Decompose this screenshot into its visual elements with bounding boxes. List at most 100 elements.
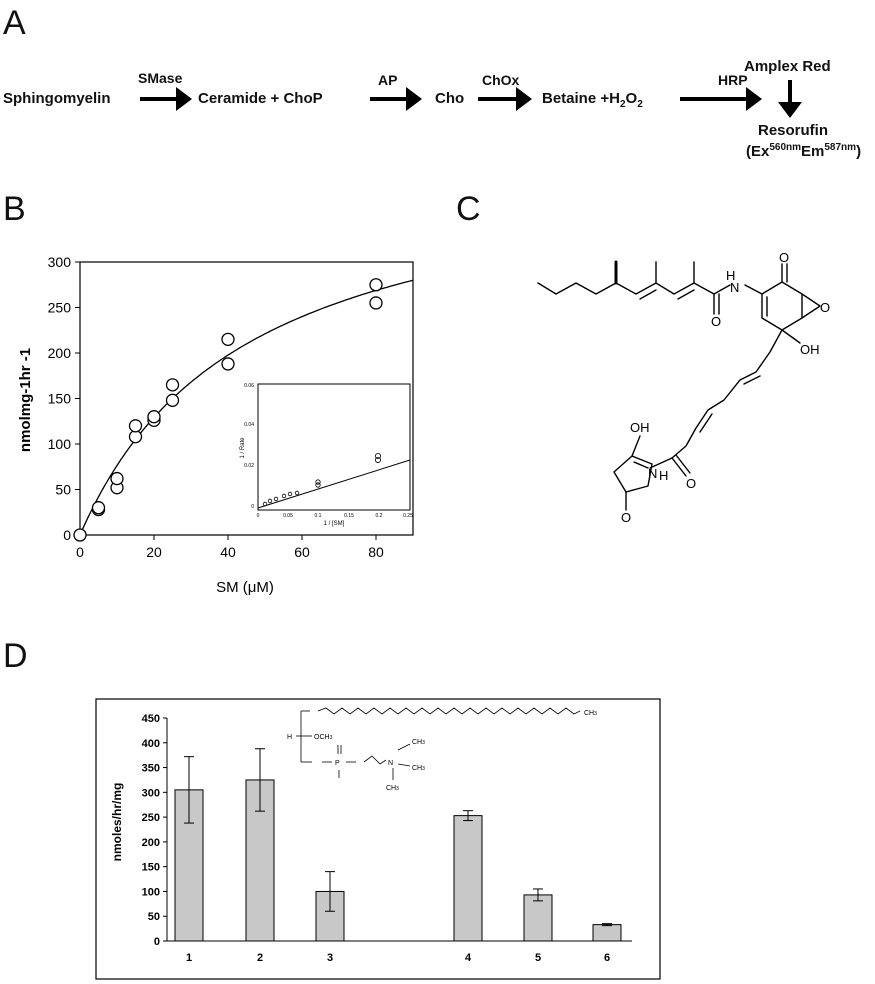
label-o-3: O (820, 300, 830, 315)
double-bond-1 (639, 289, 657, 300)
chart-b-ytick-label: 200 (48, 345, 72, 361)
chart-d-ytick-label: 100 (142, 886, 160, 898)
scheme-smase-label: SMase (138, 70, 183, 86)
label-h-1: H (726, 268, 735, 283)
inset-xtick-4: 0.2 (376, 513, 383, 519)
inset-xlabel: 1 / [SM] (324, 521, 345, 527)
scheme-resorufin: Resorufin (758, 122, 829, 139)
inset-point (281, 493, 287, 499)
chart-b-ytick-label: 300 (48, 254, 72, 270)
chart-b-point (165, 378, 180, 392)
inset-plot: 0.06 0.04 0.02 0 0 0.05 0.1 0.15 0.2 0.2… (240, 383, 413, 527)
struct-label-h: H (287, 734, 292, 741)
chart-d-category-label: 3 (327, 952, 333, 964)
label-oh-1: OH (800, 342, 820, 357)
label-o-5: O (621, 510, 631, 525)
label-h-2: H (659, 468, 668, 483)
chart-b-xtick-label: 80 (368, 544, 384, 560)
inset-point (262, 501, 268, 507)
inset-xtick-3: 0.15 (344, 513, 354, 519)
chart-d-ytick-label: 300 (142, 787, 160, 799)
chart-d-ytick-label: 150 (142, 862, 160, 874)
polyene-chain (671, 329, 783, 459)
label-n-2: N (648, 466, 657, 481)
struct-label-p: P (335, 760, 340, 767)
chart-d-category-label: 5 (535, 952, 541, 964)
chart-b-ytick-label: 150 (48, 391, 72, 407)
scheme-ap-label: AP (378, 72, 398, 88)
chart-b-ylabel: nmolmg-1hr -1 (17, 348, 34, 452)
inset-ylabel: 1 / Rate (240, 437, 246, 459)
nh-bond-2 (649, 457, 673, 469)
chart-b-point (73, 528, 87, 542)
chart-b-point (128, 419, 143, 433)
chart-b-point (369, 278, 383, 292)
double-bond-2 (677, 289, 695, 300)
chart-d-ytick-label: 400 (142, 738, 160, 750)
chart-b-ytick-label: 0 (63, 527, 71, 543)
chart-d-outer-frame (95, 698, 661, 980)
ring2-oh-bond (631, 435, 641, 457)
chart-d-category-label: 1 (186, 952, 192, 964)
chart-b-point (221, 332, 235, 347)
panel-label-a: A (3, 4, 26, 42)
scheme-hrp-label: HRP (718, 72, 748, 88)
chart-b-xlabel: SM (μM) (216, 579, 274, 596)
inset-point (287, 491, 293, 497)
chart-b-ytick-label: 100 (48, 436, 72, 452)
chart-b-point (110, 471, 124, 486)
inset-point (294, 490, 300, 496)
label-n-1: N (730, 280, 739, 295)
scheme-ceramide: Ceramide + ChoP (198, 90, 323, 107)
panel-label-b: B (3, 190, 26, 228)
polyene-db-2 (699, 413, 713, 433)
inset-ytick-2: 0.02 (244, 463, 254, 469)
chart-b-point (221, 357, 235, 371)
inset-point (374, 452, 381, 459)
chart-d-ytick-label: 50 (148, 911, 160, 923)
chart-d-bar (523, 894, 553, 942)
label-o-2: O (779, 250, 789, 265)
panel-label-c: C (456, 190, 481, 228)
nh-bond-1 (713, 284, 731, 295)
chart-d-ytick-label: 450 (142, 713, 160, 725)
scheme-betaine: Betaine +H2O2 (542, 90, 643, 110)
inset-xtick-0: 0 (257, 513, 260, 519)
scheme-amplex: Amplex Red (744, 58, 831, 75)
struct-label-ch3-b: CH3 (412, 765, 425, 772)
struct-label-n: N (388, 760, 393, 767)
label-o-1: O (711, 314, 721, 329)
inset-xtick-2: 0.1 (315, 513, 322, 519)
scheme-chox-label: ChOx (482, 72, 520, 88)
chart-d-ytick-label: 200 (142, 837, 160, 849)
chemical-structure-c: H N O O O OH OH N H O O (537, 250, 830, 525)
label-oh-2: OH (630, 420, 650, 435)
scheme-cho: Cho (435, 90, 465, 107)
chart-d-category-label: 2 (257, 952, 263, 964)
inset-frame (257, 383, 411, 511)
polyene-db-1 (743, 375, 761, 385)
chart-d-bar (592, 924, 622, 942)
nh-ring-bond (744, 284, 763, 295)
chart-d-bar (453, 815, 483, 942)
chart-d-ytick-label: 0 (154, 936, 160, 948)
chart-b-point (91, 501, 106, 515)
inset-point (315, 482, 321, 488)
chart-b-xtick-label: 40 (220, 544, 236, 560)
struct-label-ch3-a: CH3 (412, 739, 425, 746)
ring2-double-bond (633, 461, 649, 469)
inset-point (273, 496, 279, 502)
carbonyl-2b (675, 454, 691, 474)
scheme-sphingomyelin: Sphingomyelin (3, 90, 111, 107)
cyclopentenone-ring (613, 455, 653, 493)
label-o-4: O (686, 476, 696, 491)
inset-point (315, 479, 321, 485)
ether-lipid-structure (296, 707, 581, 780)
oh-bond (781, 329, 801, 344)
chart-b-point (369, 296, 383, 310)
alkyl-chain (537, 282, 715, 295)
inset-xtick-1: 0.05 (283, 513, 293, 519)
inset-fit-line (257, 459, 411, 509)
